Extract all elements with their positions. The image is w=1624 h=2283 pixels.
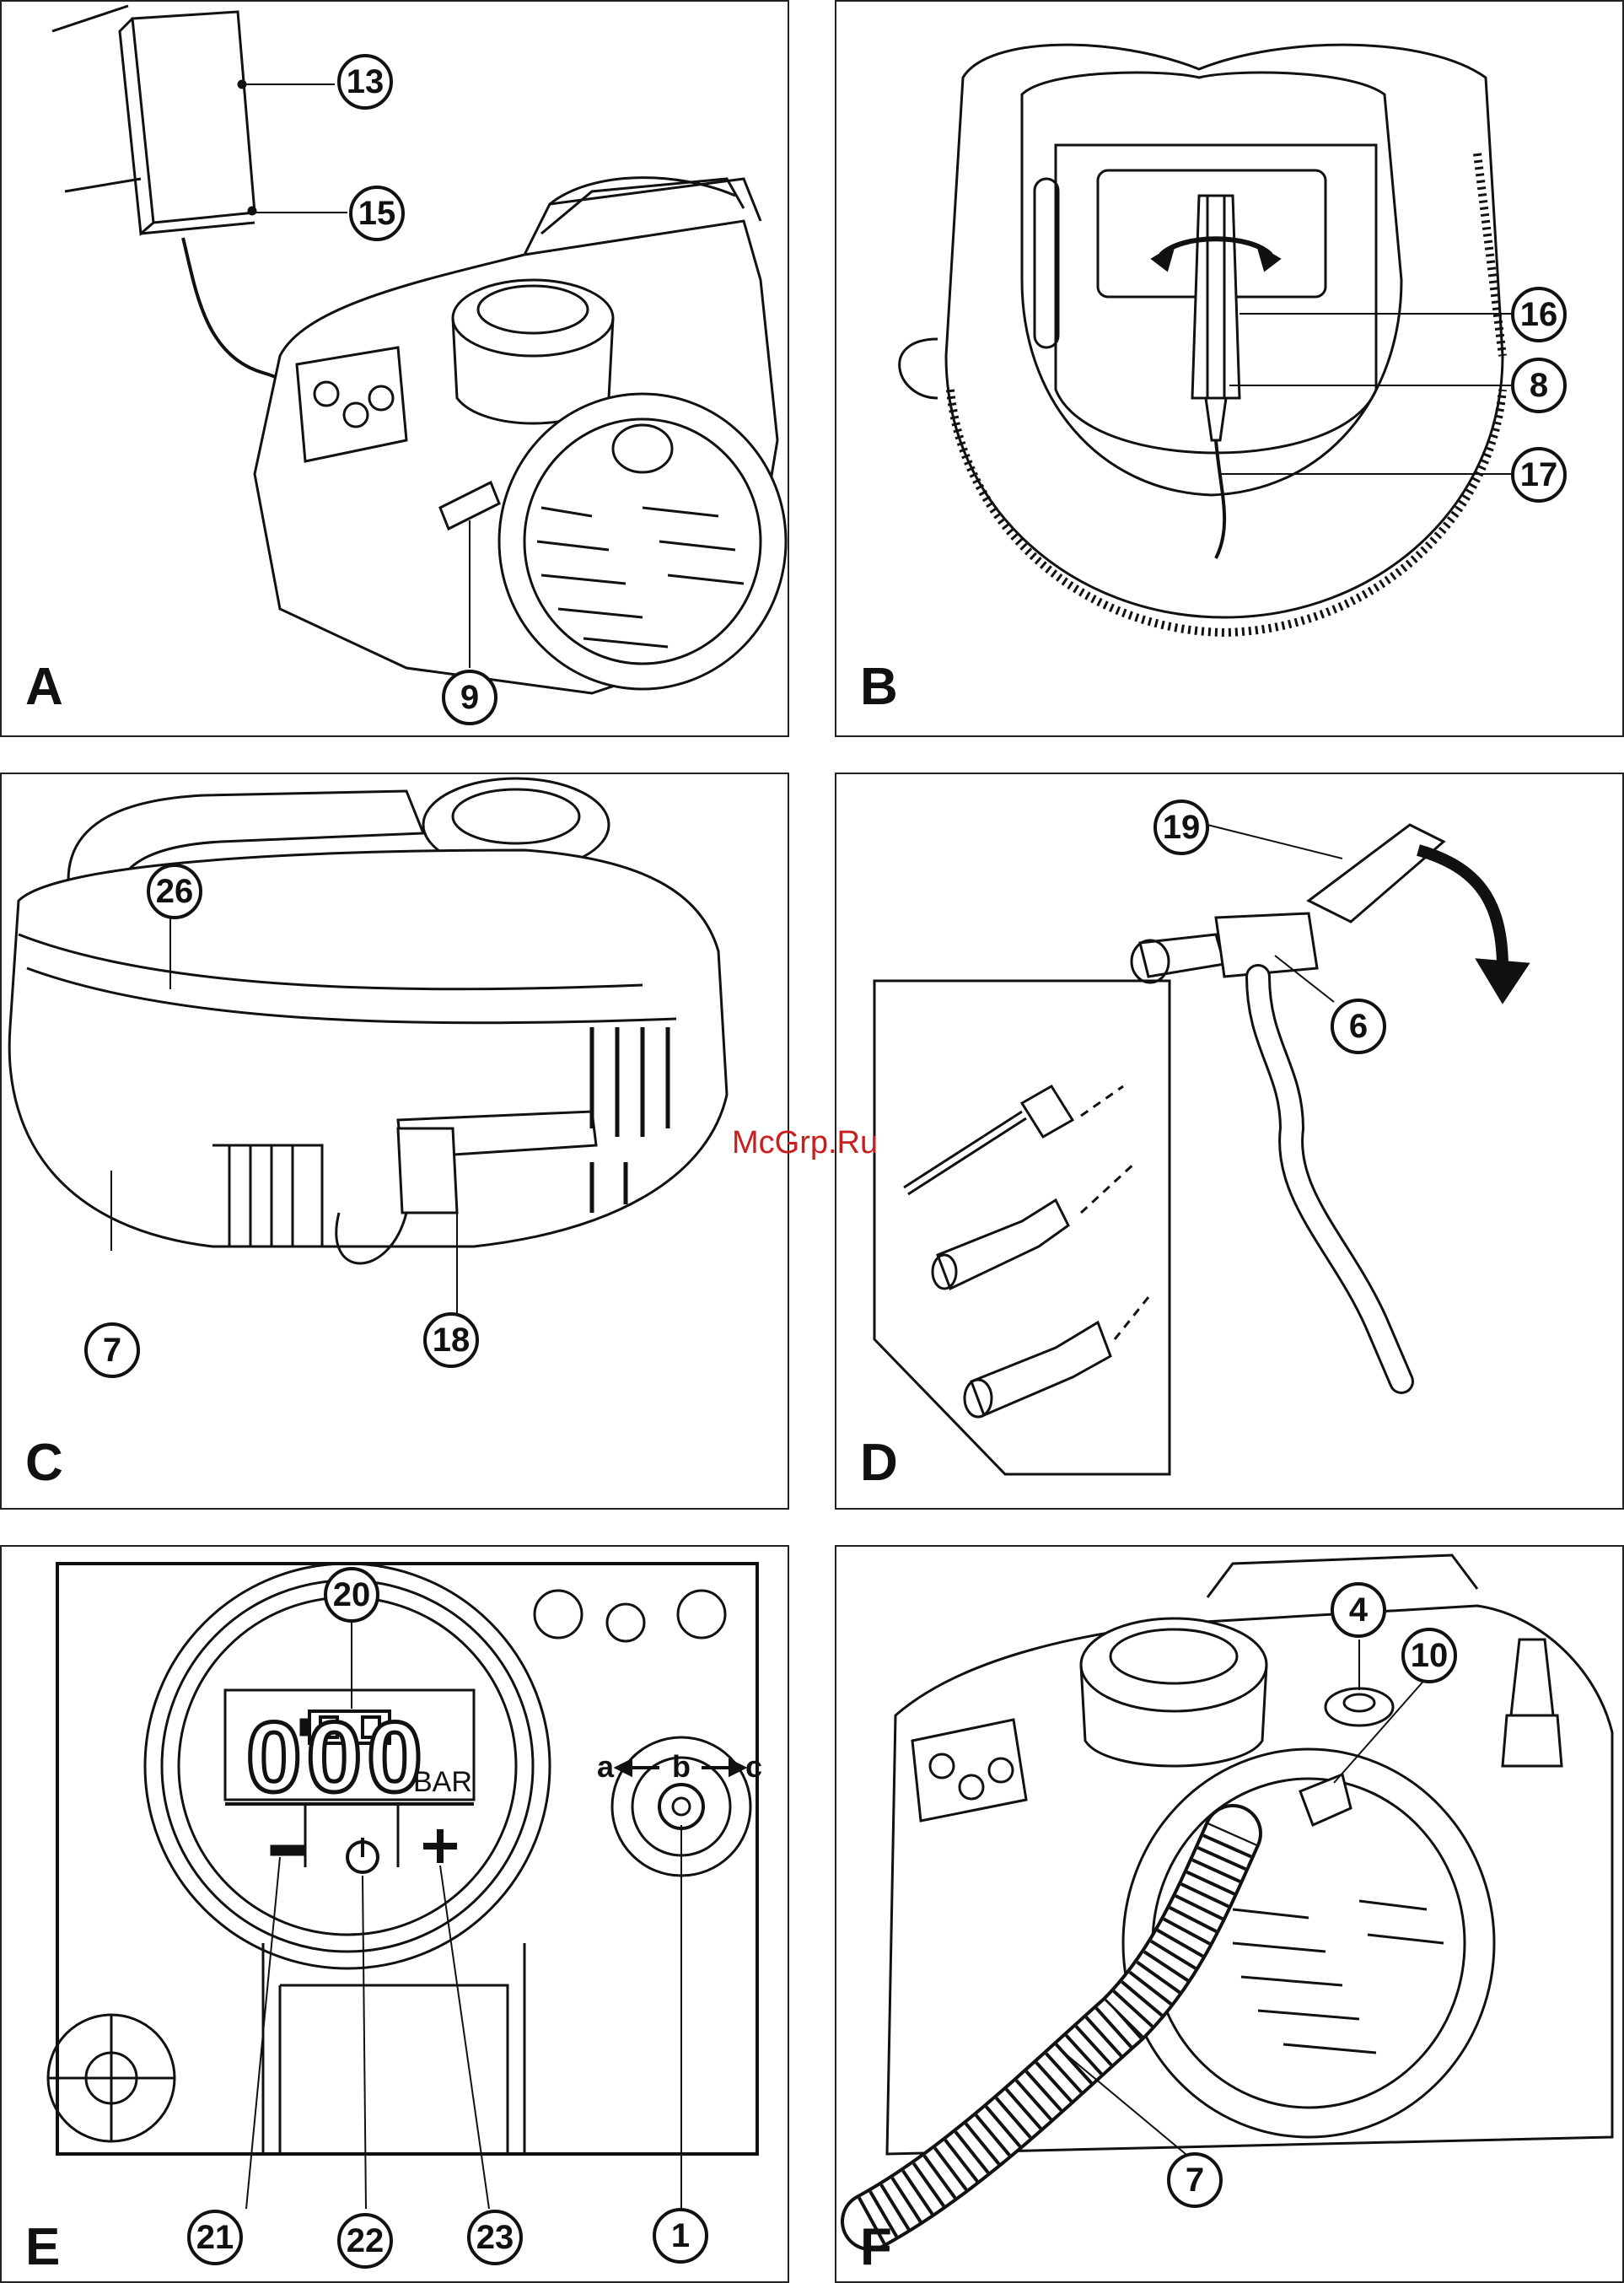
callout-17: 17	[1511, 447, 1567, 503]
callout-7: 7	[1167, 2152, 1223, 2208]
panel-f: 4 10 7 F	[835, 1545, 1624, 2283]
panel-letter-f: F	[860, 2221, 892, 2274]
panel-b: 16 8 17 B	[835, 0, 1624, 737]
selector-label-c: c	[745, 1749, 762, 1785]
callout-4: 4	[1331, 1582, 1386, 1638]
callout-16: 16	[1511, 287, 1567, 342]
callout-15: 15	[349, 186, 405, 241]
panel-c: 26 7 18 C	[0, 773, 789, 1510]
panel-letter-c: C	[25, 1437, 63, 1489]
lcd-unit: BAR	[413, 1766, 472, 1798]
panel-e-illustration: 000 BAR	[2, 1547, 789, 2283]
callout-7: 7	[84, 1322, 140, 1378]
callout-20: 20	[324, 1567, 379, 1623]
panel-a: 13 15 9 A	[0, 0, 789, 737]
selector-label-b: b	[672, 1749, 691, 1785]
callout-9: 9	[442, 670, 497, 725]
callout-26: 26	[147, 864, 202, 919]
selector-label-a: a	[597, 1749, 614, 1785]
callout-10: 10	[1401, 1628, 1457, 1683]
panel-d: 19 6 D	[835, 773, 1624, 1510]
panel-letter-a: A	[25, 661, 63, 713]
callout-22: 22	[337, 2213, 393, 2269]
panel-e: 000 BAR a b c 20 21 22 23 1 E	[0, 1545, 789, 2283]
callout-19: 19	[1153, 800, 1209, 855]
panel-letter-b: B	[860, 661, 898, 713]
panel-letter-d: D	[860, 1437, 898, 1489]
callout-1: 1	[653, 2208, 708, 2264]
panel-b-illustration	[836, 2, 1624, 737]
lcd-digits: 000	[246, 1702, 428, 1813]
callout-18: 18	[423, 1312, 479, 1368]
callout-13: 13	[337, 54, 393, 110]
panel-f-illustration	[836, 1547, 1624, 2283]
callout-21: 21	[187, 2210, 243, 2265]
panel-c-illustration	[2, 774, 789, 1510]
callout-8: 8	[1511, 358, 1567, 413]
callout-23: 23	[467, 2210, 523, 2265]
panel-d-illustration	[836, 774, 1624, 1510]
panel-letter-e: E	[25, 2221, 60, 2274]
callout-6: 6	[1331, 999, 1386, 1054]
watermark: McGrp.Ru	[732, 1125, 878, 1161]
panel-a-illustration	[2, 2, 789, 737]
